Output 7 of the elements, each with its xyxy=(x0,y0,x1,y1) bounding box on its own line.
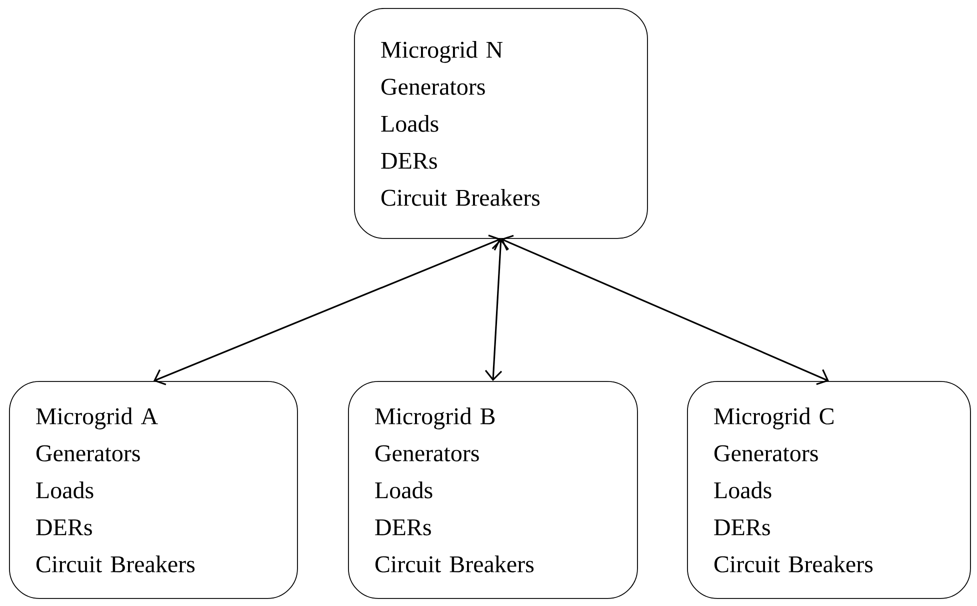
microgrid-box: Microgrid N Generators Loads DERs Circuit Breakers xyxy=(354,8,648,239)
microgrid-box: Microgrid A Generators Loads DERs Circuit Breakers xyxy=(9,381,298,599)
arrow xyxy=(153,234,501,386)
microgrid-box: Microgrid C Generators Loads DERs Circuit Breakers xyxy=(687,381,971,599)
arrow xyxy=(500,234,829,386)
microgrid-box: Microgrid B Generators Loads DERs Circuit Breakers xyxy=(348,381,638,599)
arrow xyxy=(484,238,509,381)
